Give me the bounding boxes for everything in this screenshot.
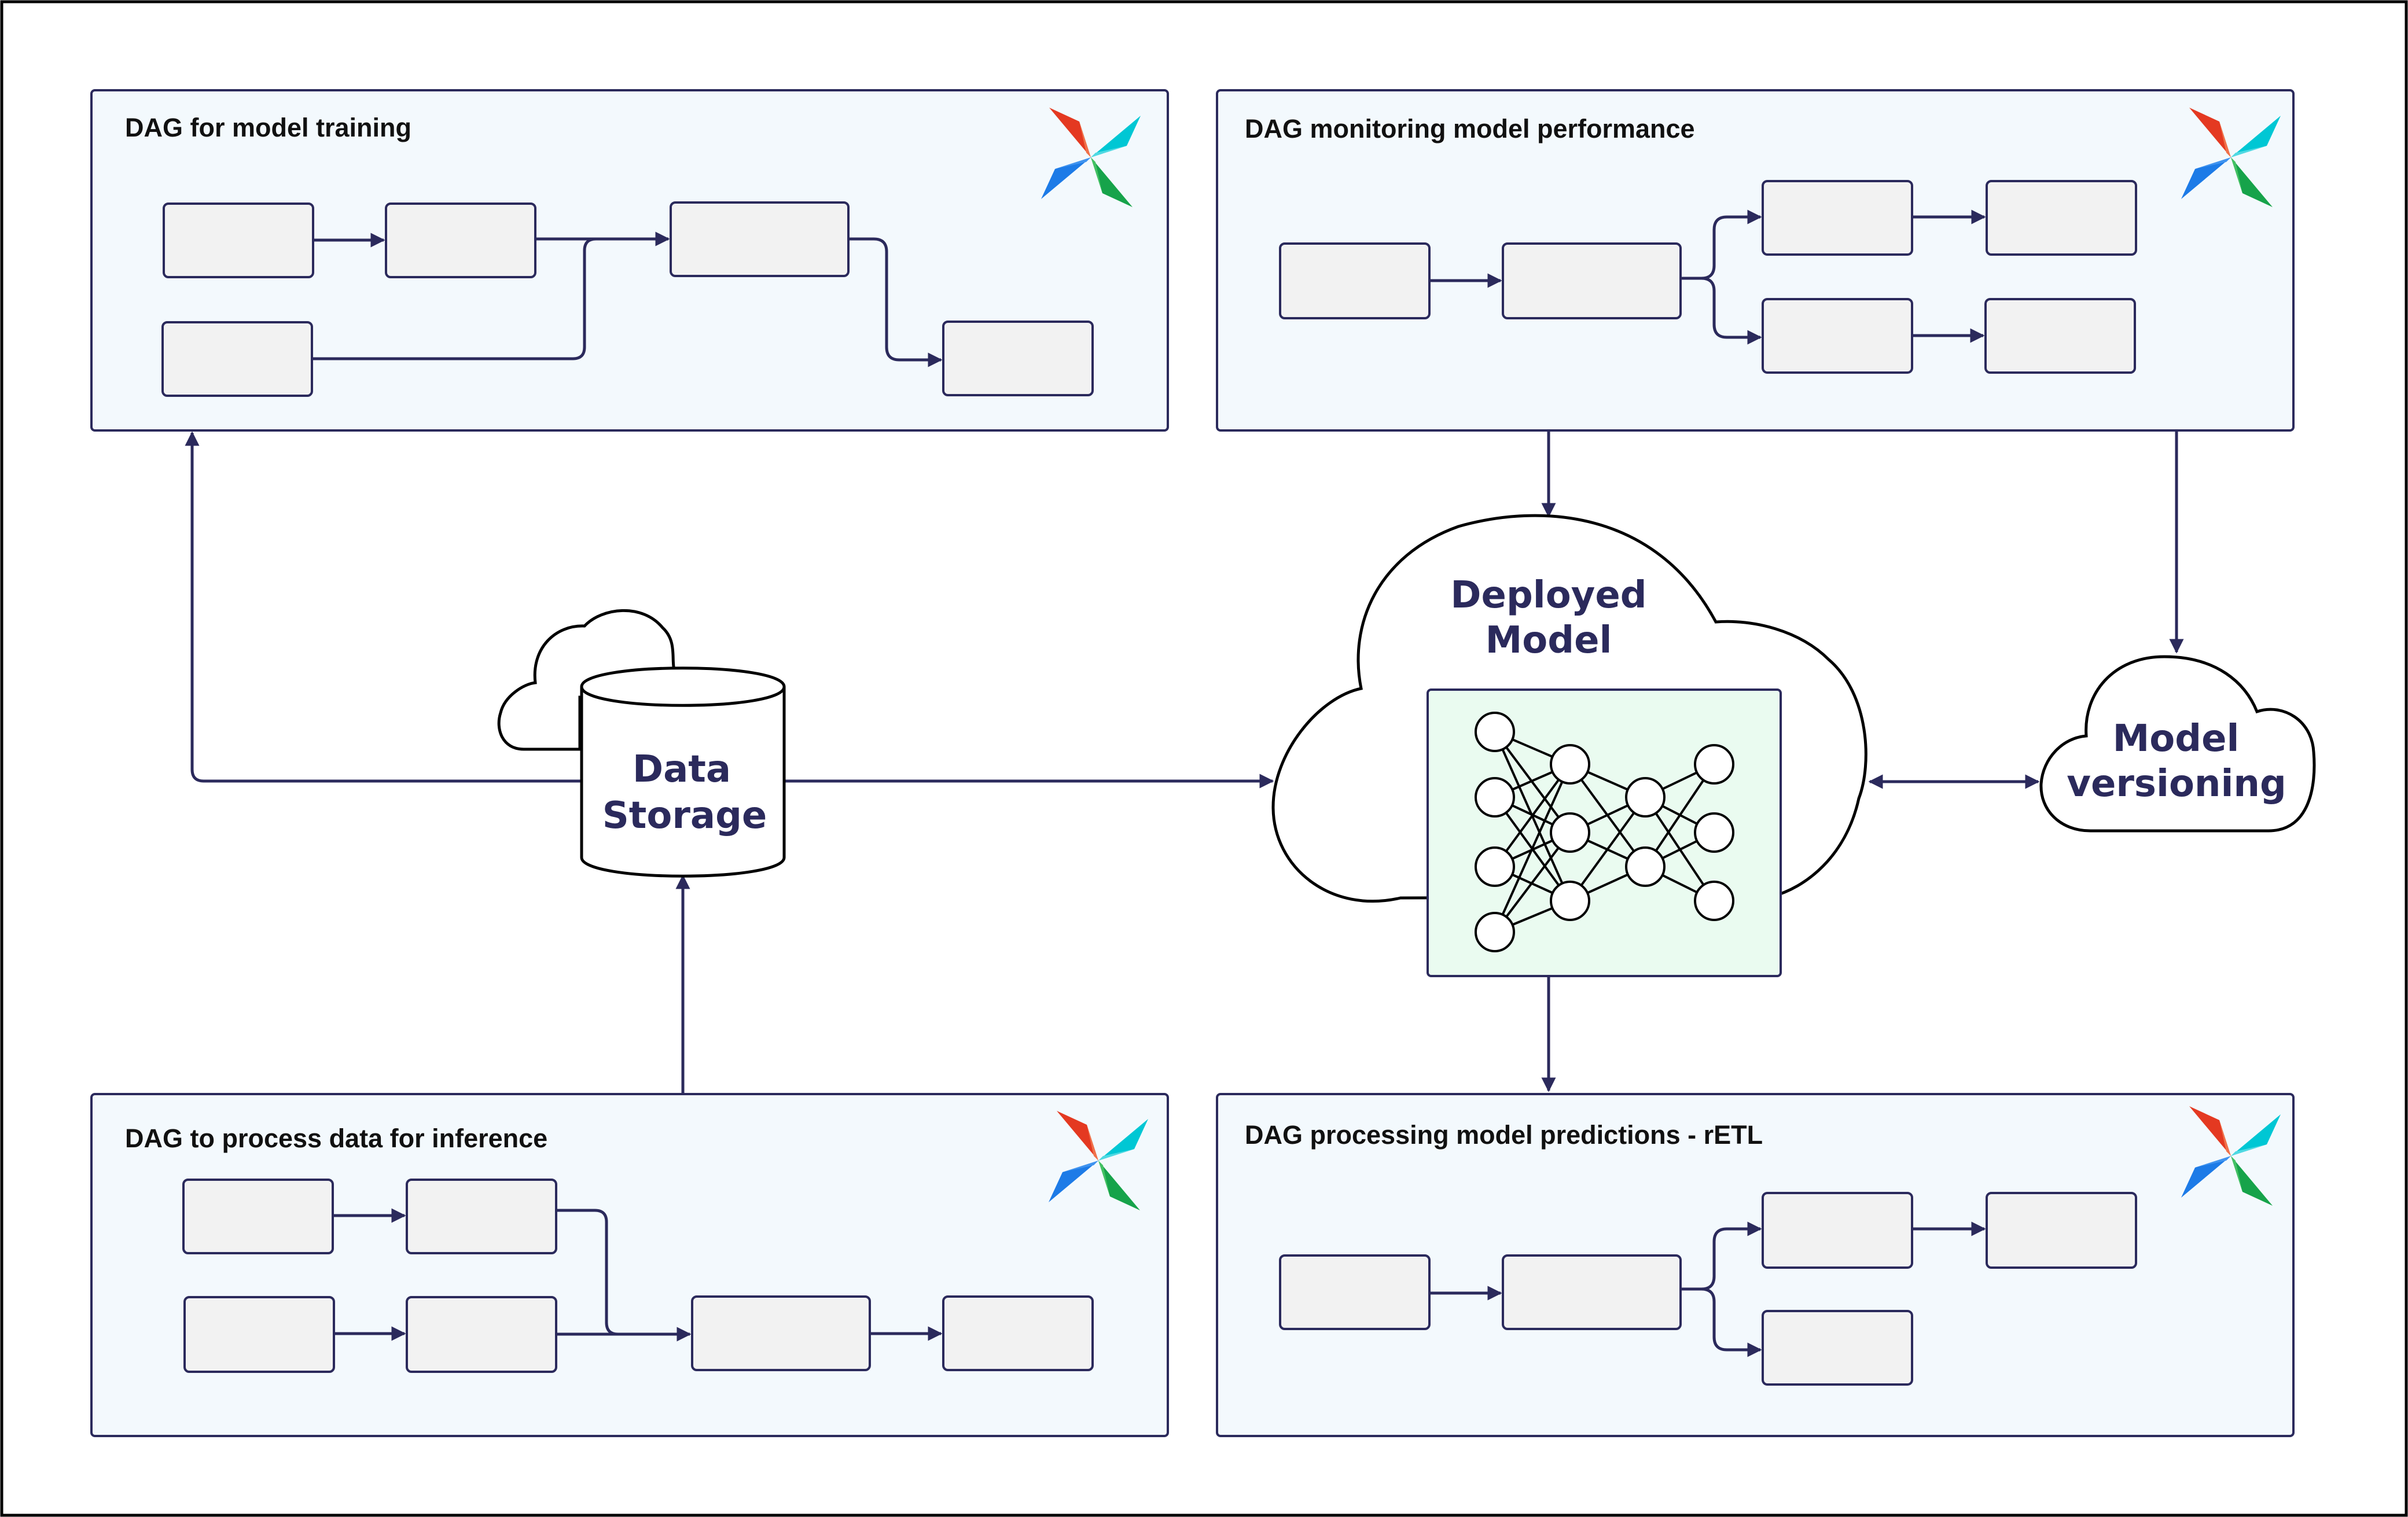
dag-predictions-title: DAG processing model predictions - rETL <box>1245 1120 1763 1150</box>
nn-neuron <box>1694 881 1734 921</box>
task-node <box>163 202 314 278</box>
task-node <box>385 202 536 278</box>
task-node <box>1762 1192 1913 1269</box>
dag-panel-monitoring: DAG monitoring model performance <box>1216 89 2295 432</box>
task-node <box>1502 1254 1682 1330</box>
cloud-icon <box>2039 655 2316 833</box>
dag-panel-predictions: DAG processing model predictions - rETL <box>1216 1093 2295 1437</box>
dag-monitoring-title: DAG monitoring model performance <box>1245 114 1695 143</box>
task-node <box>1762 180 1913 256</box>
task-node <box>942 1295 1094 1371</box>
task-node <box>406 1179 557 1254</box>
task-node <box>1762 298 1913 374</box>
task-node <box>691 1295 871 1371</box>
task-node <box>183 1296 335 1373</box>
nn-connection <box>1569 796 1646 902</box>
data-storage-label-line1: Data <box>633 748 731 791</box>
nn-neuron <box>1475 912 1515 952</box>
dag-edge <box>312 237 597 360</box>
nn-neuron <box>1550 881 1590 921</box>
nn-connection <box>1494 763 1571 868</box>
nn-neuron <box>1550 744 1590 785</box>
task-node <box>1279 242 1431 319</box>
nn-neuron <box>1475 777 1515 818</box>
nn-connection <box>1494 831 1571 933</box>
deployed-model: Deployed Model <box>1271 514 1867 977</box>
task-node <box>1986 1192 2137 1269</box>
task-node <box>1762 1310 1913 1386</box>
dag-edge <box>1701 1287 1762 1357</box>
dag-edge <box>848 237 943 367</box>
deployed-model-label-line1: Deployed <box>1450 574 1646 617</box>
arrow-storage-to-training <box>185 431 582 783</box>
model-versioning-label-line2: versioning <box>2067 763 2286 805</box>
task-node <box>942 321 1094 396</box>
model-versioning-label-line1: Model <box>2113 717 2240 760</box>
database-icon <box>580 667 786 878</box>
dag-inference-title: DAG to process data for inference <box>125 1124 547 1153</box>
task-node <box>161 321 313 397</box>
nn-neuron <box>1625 777 1666 818</box>
nn-neuron <box>1475 712 1515 752</box>
task-node <box>182 1179 334 1254</box>
nn-connection <box>1494 764 1571 933</box>
nn-neuron <box>1694 744 1734 785</box>
data-storage-label-line2: Storage <box>602 794 767 837</box>
nn-connection <box>1494 731 1571 834</box>
nn-connection <box>1644 763 1715 868</box>
dag-panel-training-box <box>90 89 1169 432</box>
dag-training-title: DAG for model training <box>125 113 411 142</box>
task-node <box>406 1296 557 1373</box>
nn-neuron <box>1550 812 1590 853</box>
dag-edge <box>1701 277 1762 345</box>
neural-network-icon <box>1475 712 1734 952</box>
dag-panel-predictions-box <box>1216 1093 2295 1437</box>
task-node <box>1984 298 2136 374</box>
dag-panel-training: DAG for model training <box>90 89 1169 432</box>
nn-neuron <box>1625 846 1666 887</box>
dag-panel-inference: DAG to process data for inference <box>90 1093 1169 1437</box>
dag-panel-inference-box <box>90 1093 1169 1437</box>
nn-neuron <box>1475 846 1515 887</box>
task-node <box>1986 180 2137 256</box>
data-storage: Data Storage <box>497 609 786 878</box>
model-versioning: Model versioning <box>2039 655 2316 833</box>
task-node <box>1279 1254 1431 1330</box>
deployed-model-label-line2: Model <box>1486 619 1612 662</box>
nn-neuron <box>1694 812 1734 853</box>
task-node <box>1502 242 1682 319</box>
task-node <box>670 201 850 277</box>
